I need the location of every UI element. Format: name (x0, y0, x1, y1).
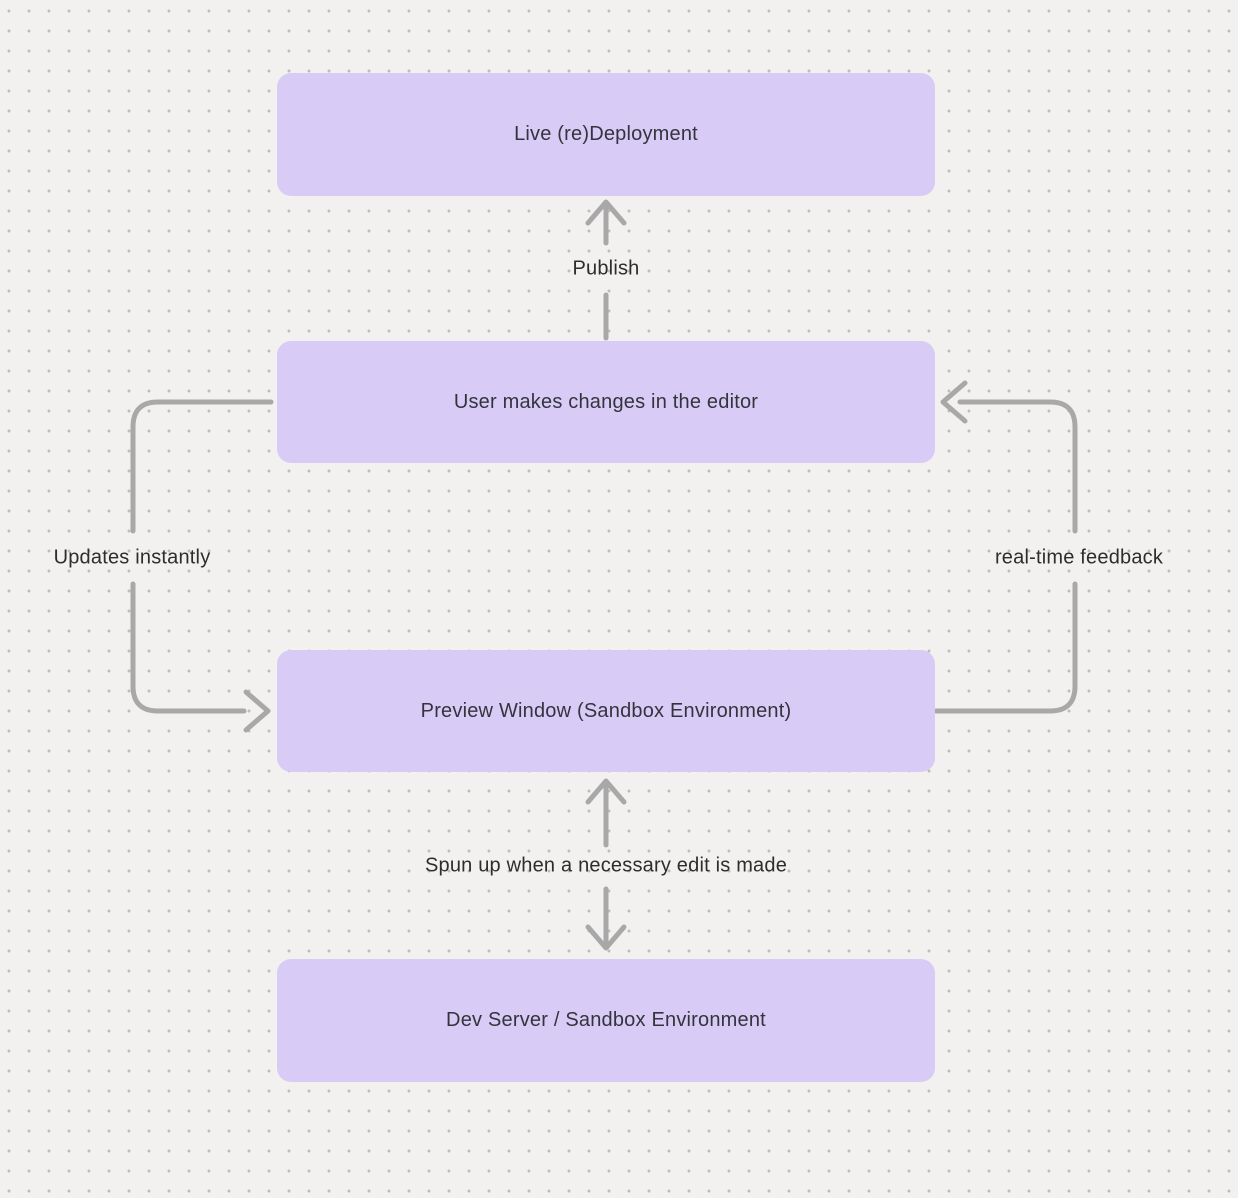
connector-updates-upper (130, 399, 274, 534)
arrowhead-up-icon (585, 778, 627, 805)
node-live-redeployment[interactable]: Live (re)Deployment (277, 73, 935, 196)
node-label: User makes changes in the editor (453, 390, 759, 413)
connector-updates-lower (130, 581, 247, 714)
edge-label-publish[interactable]: Publish (572, 257, 640, 280)
edge-label-real-time-feedback[interactable]: real-time feedback (994, 546, 1164, 569)
node-label: Dev Server / Sandbox Environment (446, 1009, 766, 1031)
edge-label-updates-instantly[interactable]: Updates instantly (53, 546, 211, 569)
node-label: Live (re)Deployment (514, 123, 698, 145)
node-label: Preview Window (Sandbox Environment) (420, 699, 792, 722)
arrowhead-up-icon (585, 199, 627, 226)
node-user-editor[interactable]: User makes changes in the editor (277, 341, 935, 463)
connector-feedback-upper (957, 399, 1078, 534)
node-dev-server[interactable]: Dev Server / Sandbox Environment (277, 959, 935, 1082)
arrowhead-down-icon (585, 924, 627, 951)
node-preview-window[interactable]: Preview Window (Sandbox Environment) (277, 650, 935, 772)
arrowhead-right-icon (243, 689, 271, 733)
arrowhead-left-icon (940, 380, 968, 424)
connector-feedback-lower (933, 581, 1078, 714)
edge-label-spun-up[interactable]: Spun up when a necessary edit is made (424, 854, 788, 877)
